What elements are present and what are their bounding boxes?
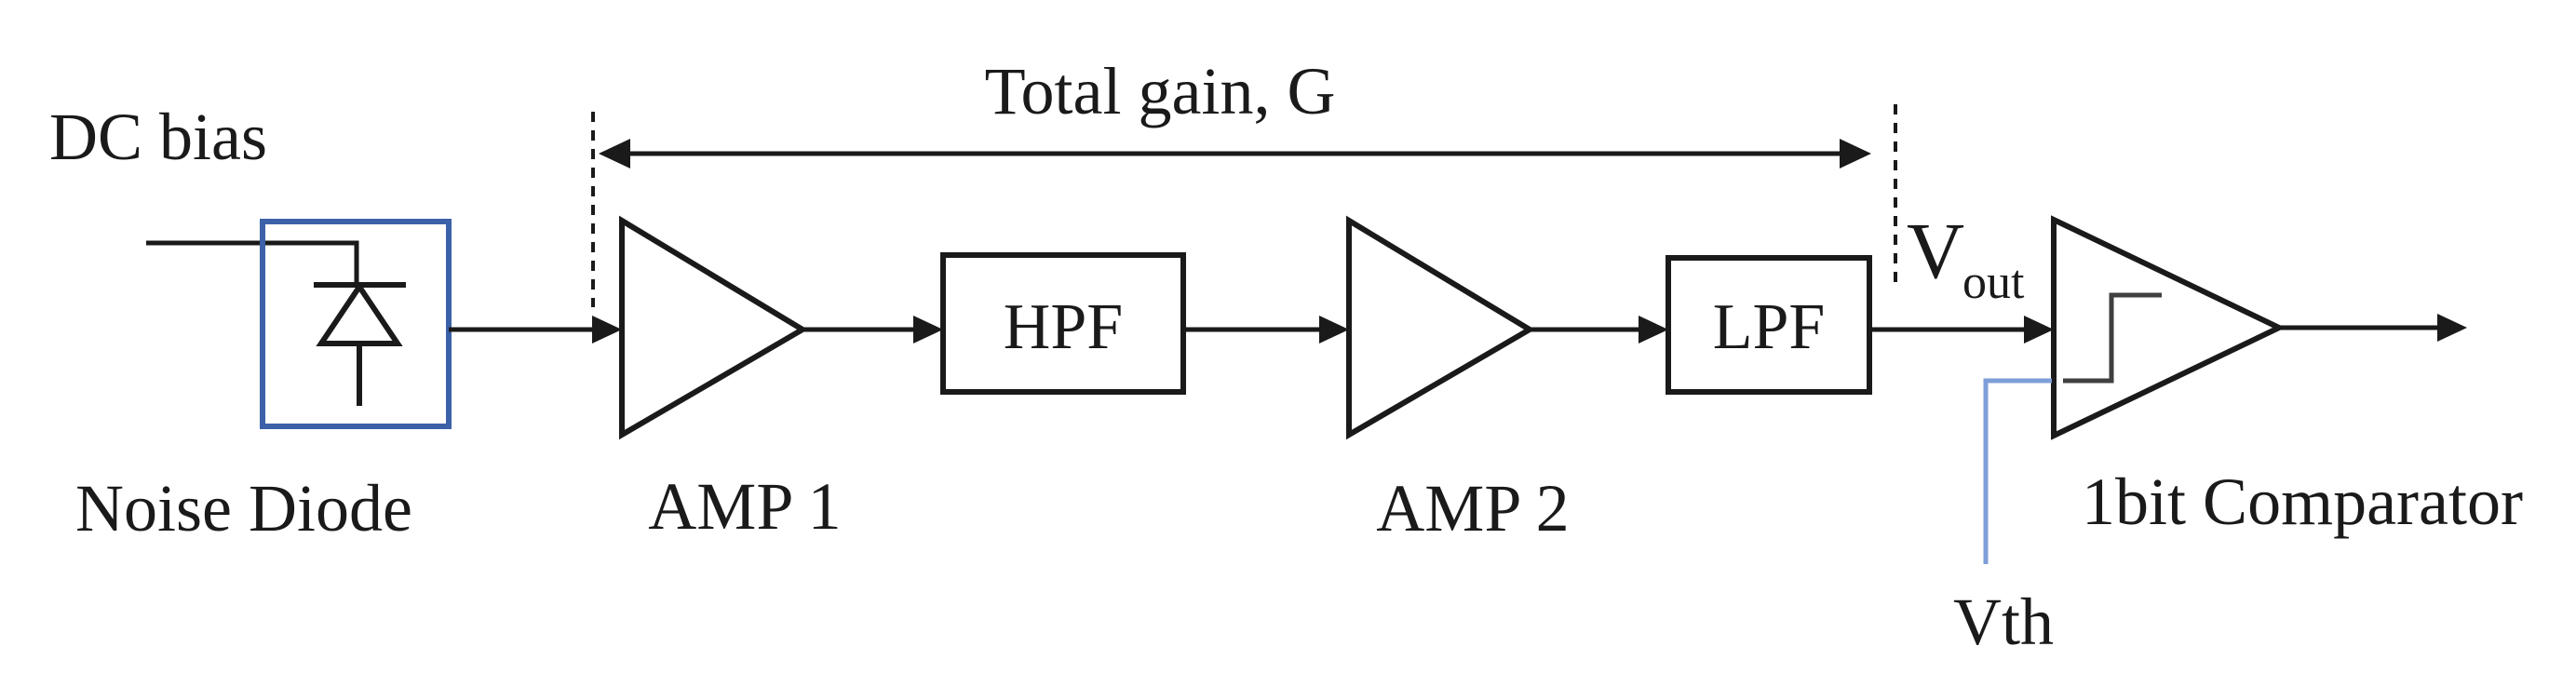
diode-icon bbox=[314, 281, 406, 406]
hpf-box bbox=[940, 252, 1186, 395]
vth-label: Vth bbox=[1953, 585, 2054, 659]
hpf-label: HPF bbox=[1004, 291, 1123, 363]
arrow-right-icon bbox=[1840, 139, 1871, 168]
comparator-block: 1bit Comparator Vth bbox=[1953, 215, 2523, 659]
arrowhead-icon bbox=[2437, 314, 2467, 342]
comparator-label: 1bit Comparator bbox=[2082, 465, 2523, 539]
total-gain-label: Total gain, G bbox=[985, 54, 1336, 128]
amp1-label: AMP 1 bbox=[648, 469, 841, 544]
arrowhead-icon bbox=[592, 316, 622, 344]
vth-wire bbox=[1983, 378, 2052, 564]
arrowhead-icon bbox=[913, 316, 943, 344]
diode-anode-triangle bbox=[316, 281, 403, 346]
dc-bias-wire bbox=[146, 240, 359, 283]
noise-diode-box bbox=[260, 219, 452, 429]
amp1-block: AMP 1 bbox=[619, 215, 842, 544]
lpf-block: LPF bbox=[1666, 255, 1872, 395]
comparator-triangle bbox=[2051, 215, 2286, 440]
lpf-label: LPF bbox=[1713, 291, 1826, 363]
vout-main-text: V bbox=[1907, 206, 1964, 295]
amp1-triangle bbox=[619, 215, 808, 440]
lpf-box bbox=[1666, 255, 1872, 395]
step-function-icon bbox=[2063, 292, 2162, 384]
amp2-block: AMP 2 bbox=[1346, 215, 1570, 546]
noise-diode-label: Noise Diode bbox=[75, 471, 412, 546]
vout-label: V out bbox=[1907, 206, 2025, 309]
arrowhead-icon bbox=[1319, 316, 1349, 344]
arrowhead-icon bbox=[2024, 316, 2054, 344]
amp2-label: AMP 2 bbox=[1376, 471, 1569, 546]
hpf-block: HPF bbox=[940, 252, 1186, 395]
arrowhead-icon bbox=[1639, 316, 1668, 344]
dc-bias-label: DC bias bbox=[49, 100, 267, 174]
total-gain-span: Total gain, G bbox=[591, 54, 1897, 307]
amp2-triangle bbox=[1346, 215, 1535, 440]
vout-subscript-text: out bbox=[1962, 256, 2025, 309]
arrow-left-icon bbox=[599, 139, 630, 168]
noise-diode-block: DC bias Noise Diode bbox=[49, 100, 452, 546]
